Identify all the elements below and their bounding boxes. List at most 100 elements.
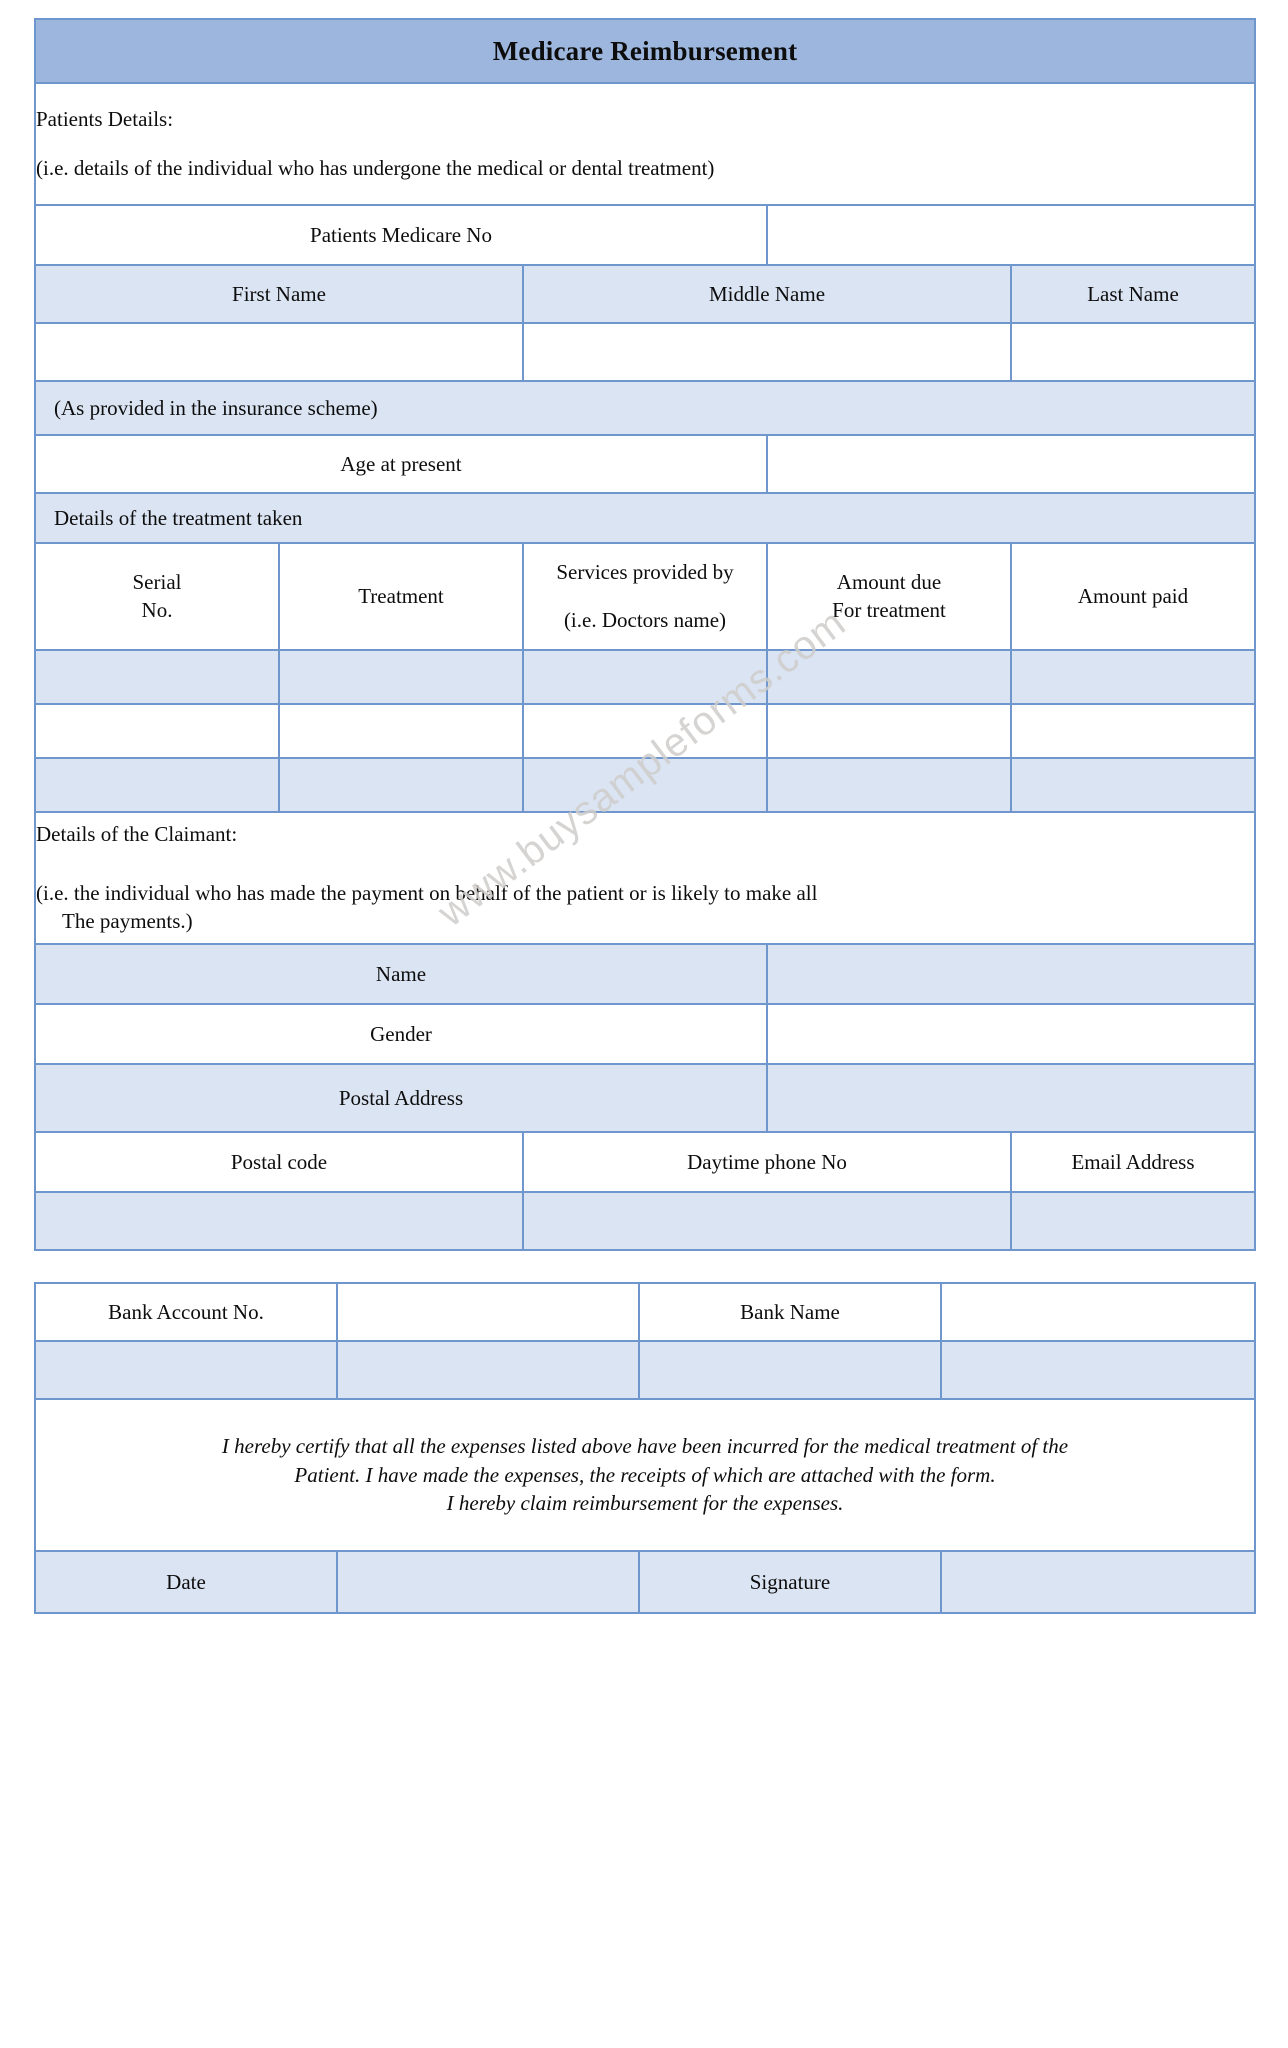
certification-line-2: Patient. I have made the expenses, the r… (294, 1462, 996, 1487)
middle-name-input[interactable] (522, 321, 1012, 382)
date-input[interactable] (336, 1550, 640, 1614)
medicare-no-label: Patients Medicare No (34, 203, 768, 266)
treatment-col-amount-due-line2: For treatment (832, 598, 946, 623)
treatment-cell[interactable] (34, 756, 280, 813)
claimant-name-row: Name (34, 942, 1256, 1005)
treatment-col-services: Services provided by (i.e. Doctors name) (522, 541, 768, 651)
treatment-cell[interactable] (522, 702, 768, 759)
treatment-heading: Details of the treatment taken (34, 491, 1256, 544)
claimant-note-row: Details of the Claimant: (i.e. the indiv… (34, 810, 1256, 945)
certification-line-3: I hereby claim reimbursement for the exp… (446, 1491, 844, 1516)
claimant-note-line1: (i.e. the individual who has made the pa… (36, 880, 818, 905)
insurance-scheme-note: (As provided in the insurance scheme) (34, 379, 1256, 436)
bank-blank-cell[interactable] (940, 1340, 1256, 1400)
email-address-input[interactable] (1010, 1190, 1256, 1251)
treatment-col-serial-line2: No. (141, 598, 173, 623)
bank-blank-cell[interactable] (336, 1340, 640, 1400)
claimant-gender-input[interactable] (766, 1002, 1256, 1065)
claimant-gender-row: Gender (34, 1002, 1256, 1065)
bank-account-input[interactable] (336, 1282, 640, 1342)
first-name-input[interactable] (34, 321, 524, 382)
name-input-row (34, 321, 1256, 382)
bank-header-row: Bank Account No. Bank Name (34, 1282, 1256, 1342)
treatment-cell[interactable] (1010, 756, 1256, 813)
bank-name-input[interactable] (940, 1282, 1256, 1342)
treatment-col-amount-paid-line1: Amount paid (1077, 584, 1189, 609)
signature-label: Signature (638, 1550, 942, 1614)
treatment-cell[interactable] (34, 648, 280, 705)
treatment-col-amount-due: Amount due For treatment (766, 541, 1012, 651)
first-name-header: First Name (34, 263, 524, 324)
treatment-col-serial-line1: Serial (132, 569, 182, 594)
treatment-cell[interactable] (278, 756, 524, 813)
certification-cell: I hereby certify that all the expenses l… (34, 1398, 1256, 1552)
last-name-header: Last Name (1010, 263, 1256, 324)
medicare-no-input[interactable] (766, 203, 1256, 266)
table-row (34, 702, 1256, 759)
claimant-note-line2: The payments.) (62, 908, 193, 933)
claimant-heading: Details of the Claimant: (36, 822, 238, 847)
signature-input[interactable] (940, 1550, 1256, 1614)
treatment-cell[interactable] (278, 702, 524, 759)
date-label: Date (34, 1550, 338, 1614)
claimant-address-row: Postal Address (34, 1062, 1256, 1133)
claimant-address-label: Postal Address (34, 1062, 768, 1133)
claimant-note-cell: Details of the Claimant: (i.e. the indiv… (34, 810, 1256, 945)
patient-details-heading: Patients Details: (36, 107, 174, 131)
contact-input-row (34, 1190, 1256, 1251)
main-form-table: Medicare Reimbursement Patients Details:… (34, 18, 1256, 1251)
bank-account-label: Bank Account No. (34, 1282, 338, 1342)
treatment-col-treatment-line1: Treatment (358, 584, 444, 609)
treatment-cell[interactable] (766, 648, 1012, 705)
certification-line-1: I hereby certify that all the expenses l… (221, 1434, 1069, 1459)
claimant-name-label: Name (34, 942, 768, 1005)
bank-blank-row (34, 1340, 1256, 1400)
postal-code-header: Postal code (34, 1130, 524, 1193)
page-title: Medicare Reimbursement (34, 18, 1256, 84)
last-name-input[interactable] (1010, 321, 1256, 382)
treatment-heading-row: Details of the treatment taken (34, 491, 1256, 544)
patient-intro-row: Patients Details: (i.e. details of the i… (34, 83, 1256, 206)
treatment-cell[interactable] (522, 648, 768, 705)
medicare-no-row: Patients Medicare No (34, 203, 1256, 266)
treatment-col-services-line2: (i.e. Doctors name) (563, 608, 727, 633)
treatment-cell[interactable] (1010, 702, 1256, 759)
treatment-cell[interactable] (522, 756, 768, 813)
email-address-header: Email Address (1010, 1130, 1256, 1193)
treatment-cell[interactable] (766, 702, 1012, 759)
treatment-col-amount-due-line1: Amount due (836, 569, 942, 594)
treatment-cell[interactable] (1010, 648, 1256, 705)
bank-name-label: Bank Name (638, 1282, 942, 1342)
bank-signature-table: Bank Account No. Bank Name I hereby cert… (34, 1282, 1256, 1614)
patient-details-subheading: (i.e. details of the individual who has … (36, 156, 715, 181)
table-row (34, 648, 1256, 705)
treatment-cell[interactable] (278, 648, 524, 705)
claimant-address-input[interactable] (766, 1062, 1256, 1133)
claimant-name-input[interactable] (766, 942, 1256, 1005)
claimant-gender-label: Gender (34, 1002, 768, 1065)
signature-row: Date Signature (34, 1550, 1256, 1614)
treatment-cell[interactable] (766, 756, 1012, 813)
treatment-col-amount-paid: Amount paid (1010, 541, 1256, 651)
contact-header-row: Postal code Daytime phone No Email Addre… (34, 1130, 1256, 1193)
age-row: Age at present (34, 433, 1256, 494)
title-row: Medicare Reimbursement (34, 18, 1256, 84)
name-header-row: First Name Middle Name Last Name (34, 263, 1256, 324)
patient-intro-cell: Patients Details: (i.e. details of the i… (34, 83, 1256, 206)
certification-row: I hereby certify that all the expenses l… (34, 1398, 1256, 1552)
postal-code-input[interactable] (34, 1190, 524, 1251)
bank-blank-cell[interactable] (34, 1340, 338, 1400)
insurance-note-row: (As provided in the insurance scheme) (34, 379, 1256, 436)
daytime-phone-input[interactable] (522, 1190, 1012, 1251)
treatment-col-treatment: Treatment (278, 541, 524, 651)
treatment-col-services-line1: Services provided by (556, 559, 734, 584)
bank-blank-cell[interactable] (638, 1340, 942, 1400)
daytime-phone-header: Daytime phone No (522, 1130, 1012, 1193)
table-row (34, 756, 1256, 813)
age-input[interactable] (766, 433, 1256, 494)
treatment-cell[interactable] (34, 702, 280, 759)
middle-name-header: Middle Name (522, 263, 1012, 324)
treatment-header-row: Serial No. Treatment Services provided b… (34, 541, 1256, 651)
age-label: Age at present (34, 433, 768, 494)
